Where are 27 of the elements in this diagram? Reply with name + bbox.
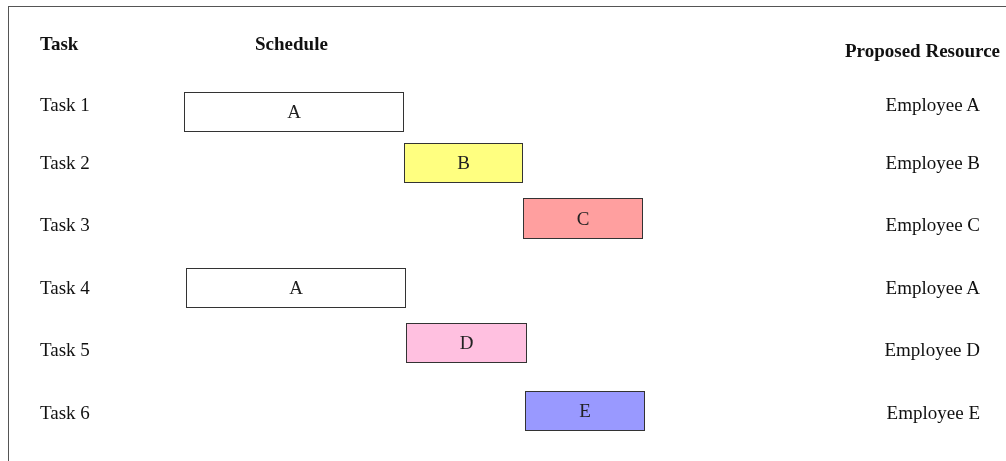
schedule-bar — [404, 143, 523, 183]
resource-name: Employee E — [886, 402, 980, 424]
resource-name: Employee D — [884, 339, 980, 361]
resource-name: Employee B — [885, 152, 980, 174]
schedule-bar — [525, 391, 645, 431]
resource-name: Employee C — [885, 214, 980, 236]
task-name: Task 2 — [40, 152, 90, 174]
bar-label: D — [459, 332, 474, 354]
task-name: Task 6 — [40, 402, 90, 424]
task-name: Task 1 — [40, 94, 90, 116]
bar-label: C — [576, 207, 590, 230]
task-name: Task 4 — [40, 277, 90, 299]
task-name: Task 5 — [40, 339, 90, 361]
column-header: Proposed Resource — [845, 40, 1000, 62]
schedule-bar — [406, 323, 527, 363]
bar-label: B — [457, 152, 470, 174]
column-header: Schedule — [255, 33, 328, 55]
schedule-bar — [523, 198, 643, 239]
column-header: Task — [40, 33, 79, 55]
task-name: Task 3 — [40, 214, 90, 236]
schedule-bar — [186, 268, 406, 308]
resource-name: Employee A — [885, 277, 980, 299]
resource-name: Employee A — [885, 94, 980, 116]
bar-label: A — [289, 277, 303, 299]
bar-label: E — [579, 400, 591, 422]
bar-label: A — [287, 101, 301, 123]
schedule-bar — [184, 92, 404, 132]
